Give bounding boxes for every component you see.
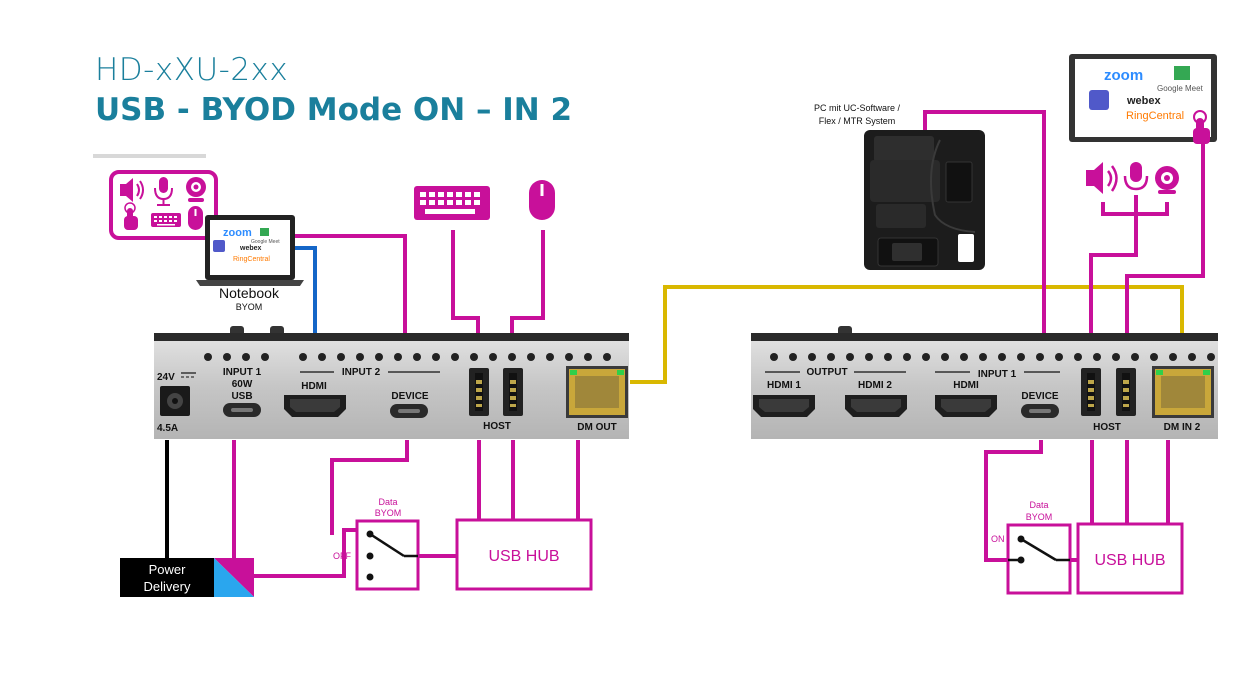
host-usb-port-1	[469, 368, 489, 416]
r-input1-hdmi-port	[935, 395, 997, 417]
dm-link-cable	[630, 285, 1184, 384]
dm-in-label: DM IN 2	[1164, 422, 1201, 433]
input2-device-label: DEVICE	[391, 391, 429, 402]
r-input1-usbc-port	[1021, 404, 1059, 418]
r-switch-title2: BYOM	[1026, 512, 1053, 522]
microphone-icon	[1123, 162, 1149, 191]
mouse-peripheral-icon	[529, 180, 555, 220]
l-switch-state: OFF	[333, 551, 351, 561]
left-usb-hub-label: USB HUB	[488, 548, 559, 565]
keyboard-cable	[451, 230, 480, 334]
r-host-usb-port-2	[1116, 368, 1136, 416]
keyboard-peripheral-icon	[414, 186, 490, 220]
mouse-icon	[188, 206, 203, 230]
right-data-byom-switch: Data BYOM ON	[991, 500, 1072, 595]
input1-usbc-port	[223, 403, 261, 417]
r-switch-title1: Data	[1029, 500, 1048, 510]
display-webex-logo: webex	[1126, 95, 1162, 107]
input2-header: INPUT 2	[342, 367, 381, 378]
title-divider	[93, 154, 206, 158]
display-touch-icon	[1193, 110, 1210, 144]
l-switch-title2: BYOM	[375, 508, 402, 518]
pd-label-line1: Power	[149, 562, 187, 577]
dm-in-port	[1152, 366, 1214, 418]
r-input1-hdmi-label: HDMI	[953, 380, 979, 391]
power-delivery-block: Power Delivery	[120, 558, 254, 597]
diagram-model-title: HD-xXU-2xx	[95, 52, 289, 88]
r-input1-device-label: DEVICE	[1021, 391, 1059, 402]
mouse-cable	[510, 230, 545, 334]
byom-peripherals-box	[109, 170, 218, 240]
left-usb-hub: USB HUB	[455, 518, 593, 591]
pd-to-switch-cable	[254, 528, 360, 578]
notebook-laptop: zoom Google Meet webex RingCentral	[196, 215, 304, 286]
output-hdmi2-label: HDMI 2	[858, 380, 892, 391]
dm-out-label: DM OUT	[577, 422, 616, 433]
pc-label-line2: Flex / MTR System	[819, 116, 896, 126]
notebook-hdmi-cable	[286, 246, 317, 334]
speaker-icon	[1086, 162, 1118, 194]
audio-cable	[1089, 195, 1138, 334]
display-meet-logo: Google Meet	[1157, 84, 1204, 93]
r-host-label: HOST	[1093, 422, 1121, 433]
r-input1-header: INPUT 1	[978, 369, 1017, 380]
display-zoom-logo: zoom	[1104, 67, 1143, 84]
webcam-icon	[186, 177, 206, 202]
dm-out-port	[566, 366, 628, 418]
touch-icon	[124, 202, 138, 230]
host-label: HOST	[483, 421, 511, 432]
pc-usb-cable	[923, 110, 1046, 334]
cables	[165, 110, 1205, 578]
input1-line2: USB	[231, 391, 252, 402]
output-hdmi1-label: HDMI 1	[767, 380, 801, 391]
notebook-webex-logo: webex	[239, 245, 262, 252]
pc-label-line1: PC mit UC-Software /	[814, 103, 901, 113]
notebook-meet-logo: Google Meet	[251, 239, 280, 245]
l-switch-title1: Data	[378, 497, 397, 507]
output-hdmi2-port	[845, 395, 907, 417]
touch-display: zoom Google Meet webex RingCentral	[1069, 54, 1217, 144]
input2-hdmi-label: HDMI	[301, 381, 327, 392]
power-current-label: 4.5A	[157, 423, 178, 434]
right-hdxxu-device: OUTPUT HDMI 1 HDMI 2 INPUT 1 HDMI DEVICE…	[751, 326, 1218, 439]
webcam-icon	[1155, 166, 1179, 194]
left-data-byom-switch: Data BYOM OFF	[333, 497, 420, 591]
notebook-usb-cable	[292, 234, 407, 334]
notebook-label: Notebook	[219, 285, 280, 301]
display-touch-cable	[1125, 142, 1205, 334]
notebook-sublabel: BYOM	[236, 302, 263, 312]
r-host-usb-port-1	[1081, 368, 1101, 416]
r-device-to-switch-cable	[984, 440, 1043, 562]
display-ring-logo: RingCentral	[1126, 110, 1184, 122]
output-hdmi1-port	[753, 395, 815, 417]
notebook-ring-logo: RingCentral	[233, 256, 270, 263]
r-switch-state: ON	[991, 534, 1005, 544]
right-usb-hub: USB HUB	[1076, 522, 1184, 595]
speaker-icon	[120, 178, 144, 202]
output-header: OUTPUT	[806, 367, 847, 378]
keyboard-icon	[151, 213, 181, 227]
power-voltage-label: 24V	[157, 372, 175, 383]
uc-pc-device	[864, 130, 985, 270]
pd-label-line2: Delivery	[144, 579, 191, 594]
notebook-zoom-logo: zoom	[223, 227, 252, 239]
device-to-switch-cable	[330, 440, 409, 535]
right-usb-hub-label: USB HUB	[1094, 552, 1165, 569]
diagram-mode-title: USB - BYOD Mode ON – IN 2	[95, 92, 573, 128]
input2-usbc-port	[390, 404, 428, 418]
microphone-icon	[154, 177, 173, 206]
input2-hdmi-port	[284, 395, 346, 417]
left-hdxxu-device: 24V 4.5A INPUT 1 60W USB INPUT 2 HDMI DE…	[154, 326, 629, 439]
host-usb-port-2	[503, 368, 523, 416]
input1-line1: 60W	[232, 379, 253, 390]
input1-header: INPUT 1	[223, 367, 262, 378]
